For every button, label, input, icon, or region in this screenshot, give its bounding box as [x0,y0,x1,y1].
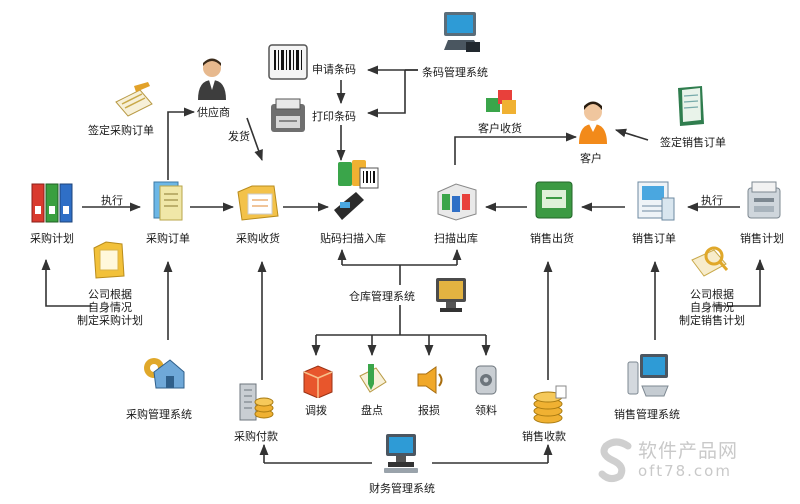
purchase-plan-basis-line-1: 公司根据 [88,288,132,301]
barcode-icon [268,44,308,80]
sales-system-label: 销售管理系统 [614,408,680,421]
sales-system-computer-icon [627,354,669,397]
purchase-plan-binders-icon [31,183,73,223]
warehouse-system-label: 仓库管理系统 [349,290,415,303]
watermark-name: 软件产品网 [638,440,739,462]
sales-collection-coins-icon [533,385,567,424]
print-barcode-label: 打印条码 [312,110,356,123]
customer-receive-boxes-icon [486,90,516,114]
loss-report-label: 报损 [418,404,440,417]
sales-plan-label: 销售计划 [740,232,784,245]
sign-purchase-order-label: 签定采购订单 [88,124,154,137]
supplier-label: 供应商 [197,106,230,119]
execute-right-label: 执行 [701,194,723,207]
customer-person-icon [579,101,607,144]
watermark-s-logo-icon [598,438,632,483]
supplier-person-icon [198,58,226,100]
transfer-package-icon [303,365,333,398]
loss-report-speaker-icon [417,366,443,394]
ship-label: 发货 [228,130,250,143]
purchase-plan-basis-line-3: 制定采购计划 [77,314,143,327]
sign-sales-order-label: 签定销售订单 [660,136,726,149]
purchase-plan-label: 采购计划 [30,232,74,245]
purchase-receive-folder-icon [237,185,279,221]
watermark: 软件产品网 oft78.com [596,432,786,488]
finance-system-label: 财务管理系统 [369,482,435,495]
purchase-plan-basis-folder-icon [93,241,125,279]
sales-plan-basis-line-1: 公司根据 [690,288,734,301]
label-scan-in-icon [334,160,379,220]
customer-label: 客户 [580,152,602,165]
sales-collection-label: 销售收款 [522,430,566,443]
barcode-system-label: 条码管理系统 [422,66,488,79]
sales-ship-box-icon [535,181,573,219]
inventory-check-icon [359,364,387,393]
sales-plan-basis-line-2: 自身情况 [690,301,734,314]
sales-plan-basis-line-3: 制定销售计划 [679,314,745,327]
purchase-plan-basis-line-2: 自身情况 [88,301,132,314]
requisition-canister-icon [475,365,497,395]
customer-receive-label: 客户收货 [478,122,522,135]
barcode-system-computer-icon [444,12,480,52]
sales-plan-basis-note: 公司根据 自身情况 制定销售计划 [679,288,745,327]
purchase-order-documents-icon [153,181,183,221]
warehouse-system-monitor-icon [436,278,466,312]
purchase-payment-coins-icon [239,383,274,421]
purchase-system-label: 采购管理系统 [126,408,192,421]
sales-ship-label: 销售出货 [530,232,574,245]
purchase-payment-label: 采购付款 [234,430,278,443]
execute-left-label: 执行 [101,194,123,207]
printer-icon [271,98,305,132]
purchase-system-house-icon [144,358,185,389]
requisition-label: 领料 [475,404,497,417]
sales-order-label: 销售订单 [632,232,676,245]
watermark-domain: oft78.com [638,462,732,480]
sales-plan-basis-magnifier-icon [691,246,729,277]
purchase-plan-basis-note: 公司根据 自身情况 制定采购计划 [77,288,143,327]
finance-system-computer-icon [384,434,418,473]
label-scan-in-label: 贴码扫描入库 [320,232,386,245]
inventory-label: 盘点 [361,404,383,417]
scan-out-label: 扫描出库 [434,232,478,245]
sales-plan-file-box-icon [747,181,781,219]
sales-order-documents-icon [637,181,675,221]
purchase-receive-label: 采购收货 [236,232,280,245]
transfer-label: 调拨 [305,404,327,417]
sign-sales-order-book-icon [678,86,704,126]
apply-barcode-label: 申请条码 [312,63,356,76]
sign-purchase-order-icon [115,82,153,117]
purchase-order-label: 采购订单 [146,232,190,245]
scan-out-boxes-icon [437,183,477,221]
